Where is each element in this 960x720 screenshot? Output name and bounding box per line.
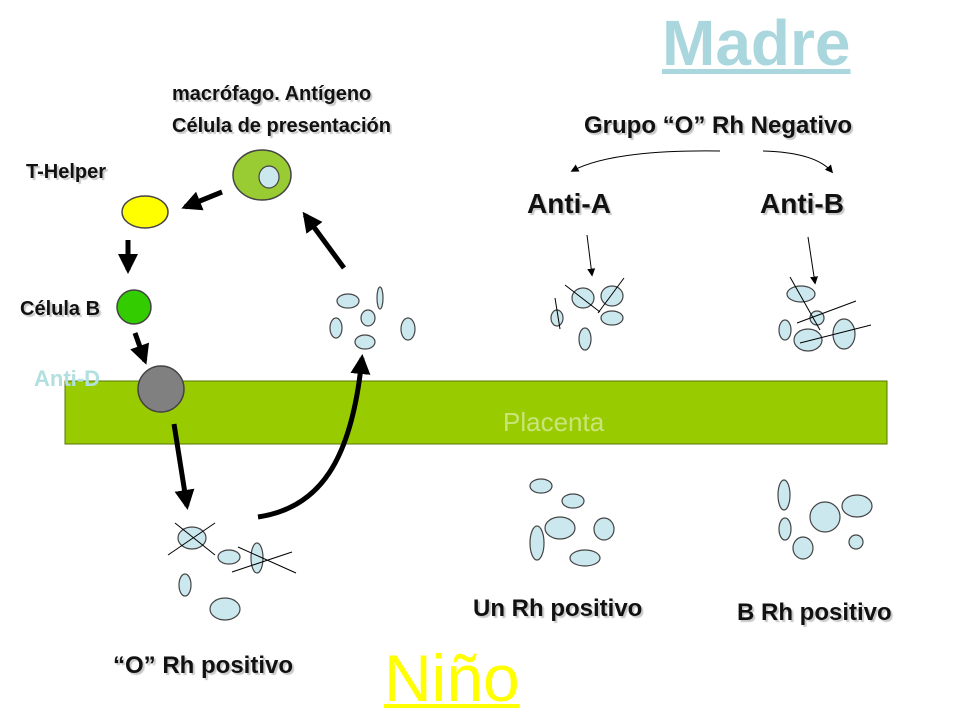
macrofago-label-line2: Célula de presentación xyxy=(172,115,391,137)
t-helper-cell xyxy=(121,195,169,229)
un-rh-positive-cells xyxy=(529,478,615,567)
madre-title: Madre xyxy=(662,7,851,79)
arrow-anti-d-to-fetal-cells xyxy=(171,423,195,510)
anti-b-cell-cluster xyxy=(778,276,872,352)
anti-a-cell-cluster xyxy=(550,277,625,351)
anti-b-label: Anti-B xyxy=(760,188,844,219)
anti-d-cell xyxy=(137,365,185,413)
o-rh-positivo-label: “O” Rh positivo xyxy=(113,652,293,679)
placenta-label: Placenta xyxy=(503,407,605,437)
macrophage-cell xyxy=(232,149,292,201)
anti-a-label: Anti-A xyxy=(527,188,611,219)
nino-title: Niño xyxy=(384,641,520,715)
arrow-b-cell-to-anti-d xyxy=(130,332,150,365)
arrow-grupo-to-anti-b xyxy=(762,150,834,174)
grupo-label: Grupo “O” Rh Negativo xyxy=(584,112,853,139)
o-rh-positive-cells xyxy=(167,522,297,621)
arrow-grupo-to-anti-a xyxy=(570,150,721,172)
arrow-anti-a-to-cells xyxy=(586,234,596,277)
maternal-cell-cluster-left xyxy=(329,286,416,350)
anti-d-label: Anti-D xyxy=(34,366,100,391)
t-helper-label: T-Helper xyxy=(26,161,107,183)
arrow-cells-to-macrophage xyxy=(302,211,347,270)
b-rh-positive-cells xyxy=(777,479,873,560)
arrow-fetal-cells-across-placenta xyxy=(257,354,371,520)
un-rh-positivo-label: Un Rh positivo xyxy=(473,595,643,622)
arrow-macrophage-to-t-helper xyxy=(181,189,223,211)
macrofago-label-line1: macrófago. Antígeno xyxy=(172,83,372,105)
b-rh-positivo-label: B Rh positivo xyxy=(737,599,892,626)
placenta-band xyxy=(64,380,888,445)
arrow-anti-b-to-cells xyxy=(807,236,818,285)
b-cell xyxy=(116,289,152,325)
celula-b-label: Célula B xyxy=(20,298,101,320)
